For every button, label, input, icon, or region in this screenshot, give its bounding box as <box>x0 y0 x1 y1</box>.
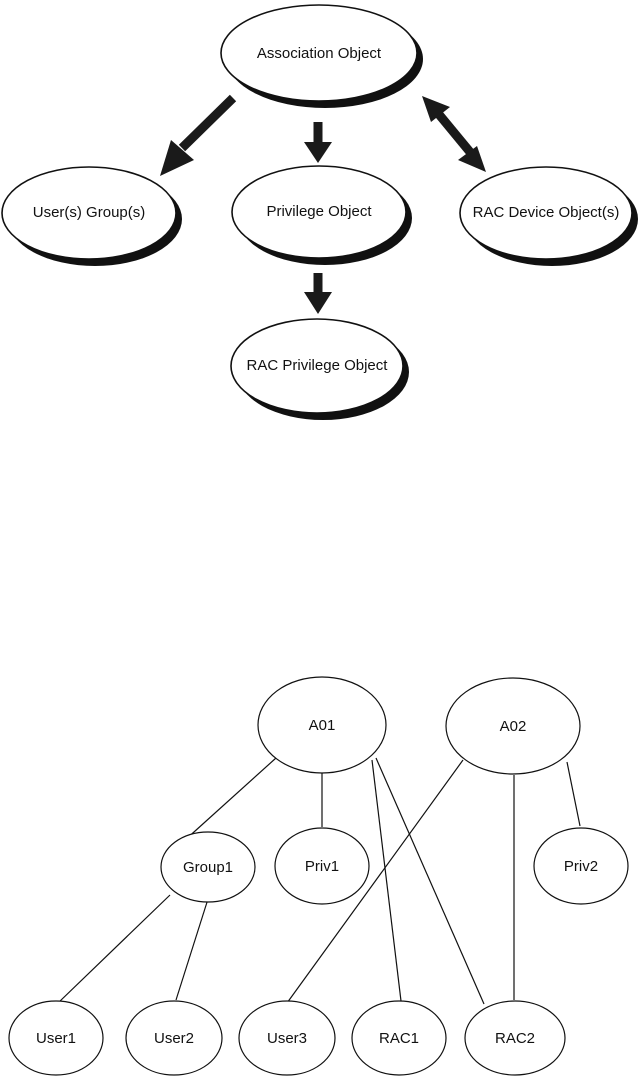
arrow-privilege-to-rac-privilege <box>304 273 332 314</box>
association-object-label: Association Object <box>257 45 382 62</box>
rac-device-objects-label: RAC Device Object(s) <box>473 204 620 221</box>
example-diagram: A01 A02 Group1 Priv1 Priv2 User1 <box>8 676 629 1076</box>
privilege-object-label: Privilege Object <box>266 203 372 220</box>
schema-diagram: Association Object User(s) Group(s) Priv… <box>1 4 638 420</box>
group1-label: Group1 <box>183 859 233 876</box>
node-user2: User2 <box>125 1000 223 1076</box>
node-privilege-object: Privilege Object <box>231 165 412 265</box>
edge-group1-user1 <box>57 894 171 1004</box>
node-rac2: RAC2 <box>464 1000 566 1076</box>
priv1-label: Priv1 <box>305 858 339 875</box>
node-association-object: Association Object <box>220 4 423 108</box>
node-priv1: Priv1 <box>274 827 370 905</box>
user3-label: User3 <box>267 1030 307 1047</box>
edge-a01-rac2 <box>375 757 485 1005</box>
edge-a01-group1 <box>183 757 277 842</box>
a01-label: A01 <box>309 717 336 734</box>
node-user1: User1 <box>8 1000 104 1076</box>
node-rac-device-objects: RAC Device Object(s) <box>459 166 638 266</box>
node-priv2: Priv2 <box>533 827 629 905</box>
node-group1: Group1 <box>160 831 256 903</box>
rac2-label: RAC2 <box>495 1030 535 1047</box>
a02-label: A02 <box>500 718 527 735</box>
arrow-association-rac-device-bidirectional <box>422 96 486 172</box>
rac-privilege-object-label: RAC Privilege Object <box>247 357 389 374</box>
node-a02: A02 <box>445 677 581 775</box>
user2-label: User2 <box>154 1030 194 1047</box>
node-a01: A01 <box>257 676 387 774</box>
arrow-association-to-user-groups <box>160 94 237 176</box>
edge-a02-priv2 <box>566 761 581 827</box>
user1-label: User1 <box>36 1030 76 1047</box>
edge-a01-rac1 <box>371 759 402 1002</box>
arrow-association-to-privilege <box>304 122 332 163</box>
user-groups-label: User(s) Group(s) <box>33 204 146 221</box>
priv2-label: Priv2 <box>564 858 598 875</box>
node-user-groups: User(s) Group(s) <box>1 166 182 266</box>
rac1-label: RAC1 <box>379 1030 419 1047</box>
edge-group1-user2 <box>175 898 209 1001</box>
node-user3: User3 <box>238 1000 336 1076</box>
node-rac-privilege-object: RAC Privilege Object <box>230 318 409 420</box>
edge-a02-user3 <box>286 759 464 1004</box>
node-rac1: RAC1 <box>351 1000 447 1076</box>
